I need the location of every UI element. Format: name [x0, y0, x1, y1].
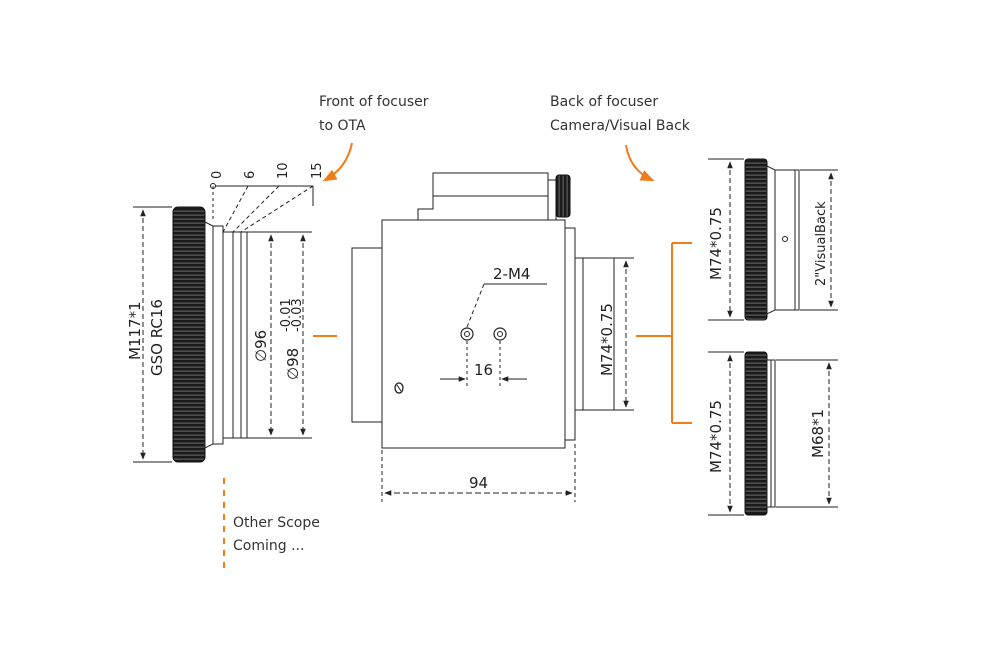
front-thread-label: M117*1 — [126, 301, 144, 360]
rear-thread-label: M74*0.75 — [598, 303, 616, 376]
offset-6-label: 6 — [243, 171, 258, 179]
hole-spacing-label: 16 — [474, 361, 493, 379]
focus-knob — [555, 174, 571, 218]
bore-tolerance-lower: -0.03 — [290, 298, 305, 332]
visual-back-adapter: M74*0.75 2"VisualBack — [707, 158, 838, 321]
front-note-line2: to OTA — [319, 118, 366, 134]
bore-dimensions: ∅96 ∅98 -0.01 -0.03 — [247, 231, 312, 439]
body-length-dimension: 94 — [381, 444, 576, 502]
other-note-line2: Coming ... — [233, 538, 304, 554]
m68-adapter-knurl — [744, 351, 768, 516]
adapter-bracket — [636, 242, 692, 424]
front-thread-dimension: M117*1 GSO RC16 — [126, 206, 172, 463]
back-note-line1: Back of focuser — [550, 94, 658, 110]
visual-back-knurl — [744, 158, 768, 321]
visual-back-thread-label: M74*0.75 — [707, 207, 725, 280]
offset-dimensions: 0 6 10 15 — [210, 162, 325, 233]
hole-spacing-dimension: 16 — [440, 341, 527, 388]
back-note-line2: Camera/Visual Back — [550, 118, 691, 134]
front-note-line1: Front of focuser — [319, 94, 429, 110]
other-note-line1: Other Scope — [233, 515, 320, 531]
front-spigot — [351, 247, 383, 423]
m68-thread-label: M68*1 — [809, 409, 827, 458]
focuser-body — [351, 172, 615, 449]
m4-hole-left — [460, 327, 474, 341]
m4-label: 2-M4 — [493, 265, 530, 283]
front-knurl-ring — [172, 206, 206, 463]
front-adapter — [172, 206, 248, 463]
m68-adapter-thread-label: M74*0.75 — [707, 400, 725, 473]
m68-adapter: M74*0.75 M68*1 — [707, 351, 838, 516]
bore-tolerance-upper: -0.01 — [279, 298, 294, 332]
m4-hole-right — [493, 327, 507, 341]
visual-back-name-label: 2"VisualBack — [814, 201, 829, 286]
body-length-label: 94 — [469, 474, 488, 492]
offset-10-label: 10 — [276, 162, 291, 179]
bore-96-label: ∅96 — [252, 330, 270, 362]
offset-15-label: 15 — [310, 162, 325, 179]
m4-callout: 2-M4 — [466, 265, 547, 328]
bore-98-label: ∅98 — [284, 348, 302, 380]
rear-thread-spigot — [574, 257, 615, 411]
back-note-arrow — [625, 144, 655, 182]
front-note-arrow — [322, 142, 353, 182]
front-scope-label: GSO RC16 — [148, 299, 166, 376]
set-screw — [782, 236, 788, 242]
offset-0-label: 0 — [210, 171, 225, 179]
rear-thread-dimension: M74*0.75 — [590, 257, 634, 411]
